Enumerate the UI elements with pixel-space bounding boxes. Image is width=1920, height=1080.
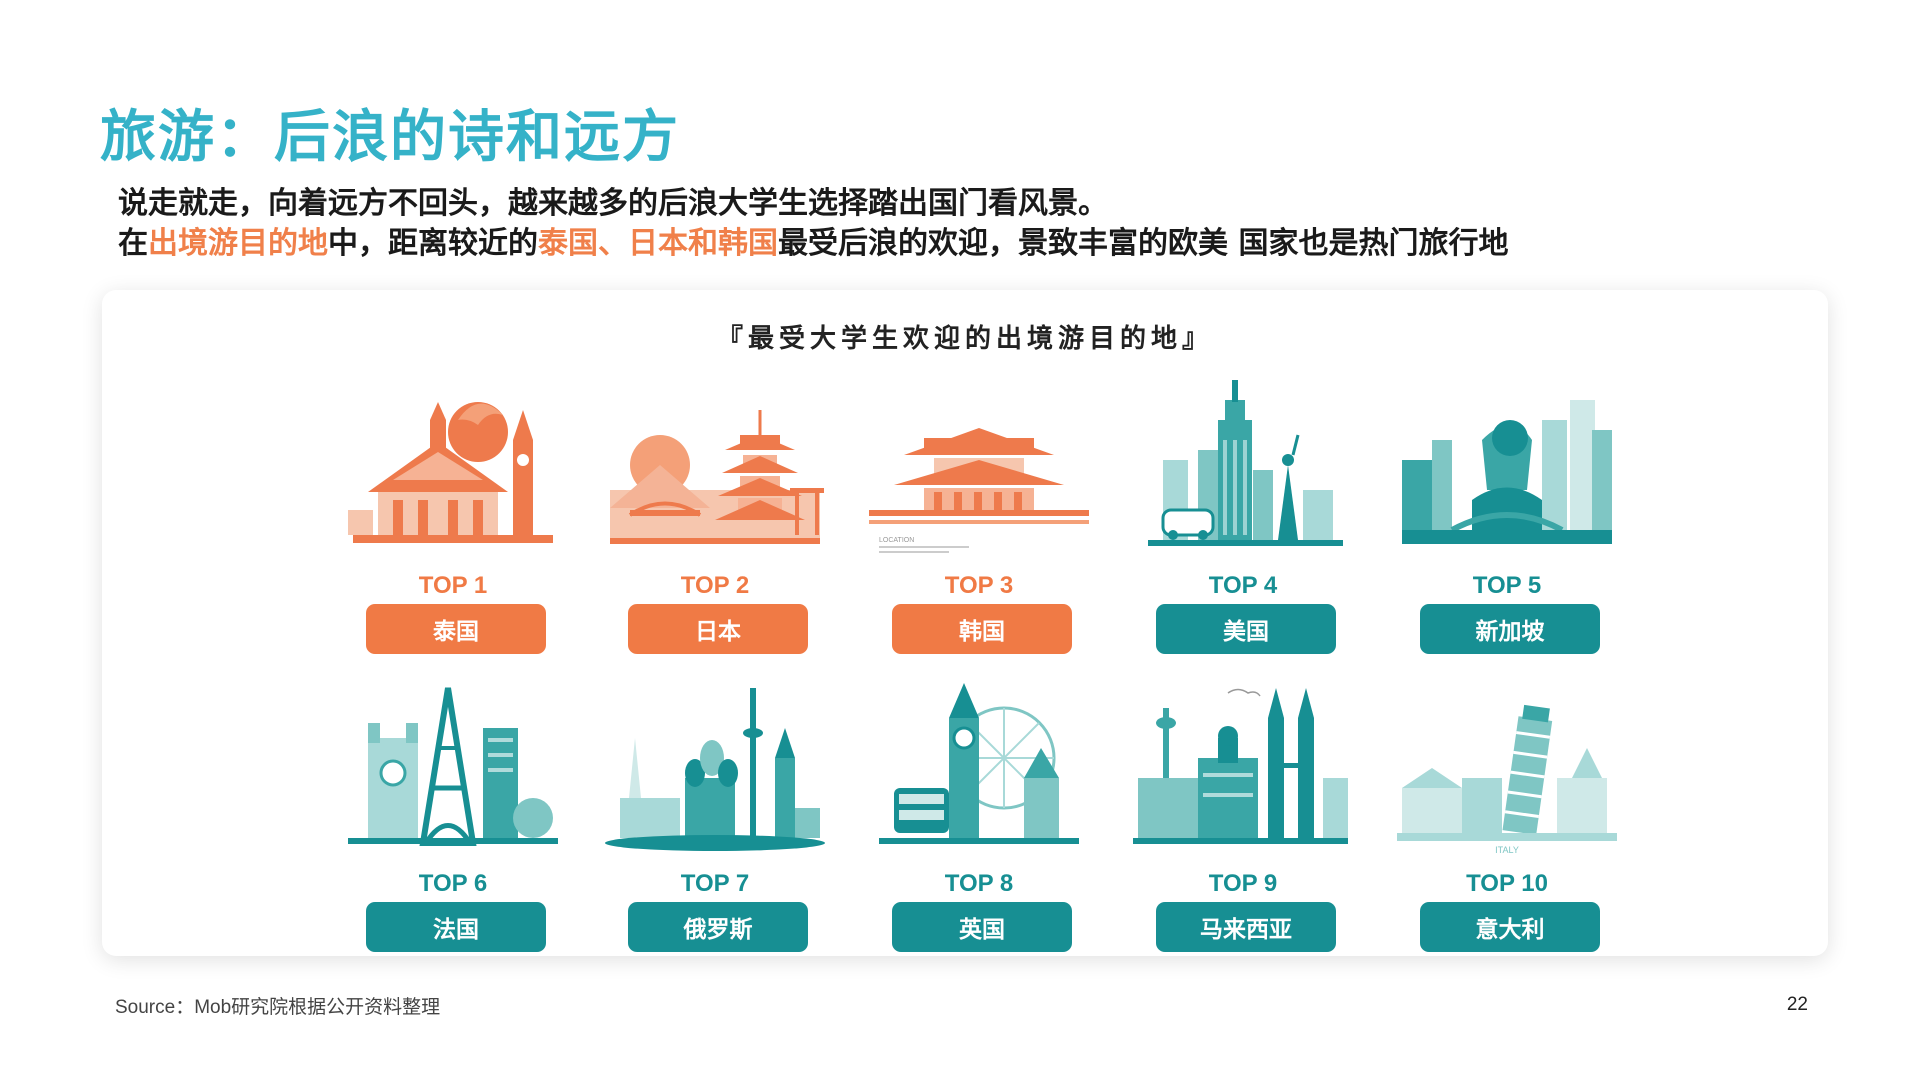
thailand-temple-icon — [348, 402, 553, 543]
svg-text:LOCATION: LOCATION — [879, 537, 914, 544]
destination-name-badge: 英国 — [892, 902, 1072, 952]
france-eiffel-icon — [348, 687, 558, 846]
destination-name-badge: 新加坡 — [1420, 604, 1600, 654]
rank-label: TOP 1 — [418, 572, 488, 599]
destination-france: TOP 6 法国 — [348, 678, 558, 958]
source-note: Source：Mob研究院根据公开资料整理 — [115, 997, 441, 1018]
subtitle-highlight: 出境游目的地 — [148, 226, 328, 261]
japan-pagoda-icon — [610, 410, 824, 544]
rank-label: TOP 8 — [944, 870, 1014, 897]
italy-pisa-icon: ITALY — [1397, 704, 1617, 855]
subtitle-text: 在 — [118, 226, 148, 261]
destination-singapore: TOP 5 新加坡 — [1402, 380, 1612, 660]
uk-bigben-icon — [879, 683, 1079, 844]
destination-italy: ITALY TOP 10 意大利 — [1397, 678, 1617, 958]
destination-uk: TOP 8 英国 — [879, 678, 1079, 958]
singapore-merlion-icon — [1402, 400, 1612, 544]
subtitle: 说走就走，向着远方不回头，越来越多的后浪大学生选择踏出国门看风景。 在出境游目的… — [118, 184, 1508, 264]
rank-label: TOP 6 — [418, 870, 488, 897]
rank-label: TOP 7 — [680, 870, 750, 897]
destination-japan: TOP 2 日本 — [610, 380, 824, 660]
destination-name-badge: 俄罗斯 — [628, 902, 808, 952]
destination-malaysia: TOP 9 马来西亚 — [1133, 678, 1348, 958]
destination-name-badge: 马来西亚 — [1156, 902, 1336, 952]
page-title: 旅游：后浪的诗和远方 — [100, 105, 680, 170]
rank-label: TOP 9 — [1208, 870, 1278, 897]
subtitle-text: 最受后浪的欢迎，景致丰富的欧美 国家也是热门旅行地 — [778, 226, 1509, 261]
destinations-card: 『最受大学生欢迎的出境游目的地』 TOP 1 泰国 — [102, 290, 1828, 956]
rank-label: TOP 10 — [1466, 870, 1548, 897]
subtitle-line-1: 说走就走，向着远方不回头，越来越多的后浪大学生选择踏出国门看风景。 — [118, 186, 1108, 221]
destination-usa: TOP 4 美国 — [1148, 380, 1343, 660]
rank-label: TOP 4 — [1208, 572, 1278, 599]
subtitle-line-2: 在出境游目的地中，距离较近的泰国、日本和韩国最受后浪的欢迎，景致丰富的欧美 国家… — [118, 224, 1508, 264]
malaysia-towers-icon — [1133, 688, 1348, 844]
destination-thailand: TOP 1 泰国 — [348, 380, 553, 660]
subtitle-highlight: 泰国、日本和韩国 — [538, 226, 778, 261]
destination-name-badge: 美国 — [1156, 604, 1336, 654]
subtitle-text: 中，距离较近的 — [328, 226, 538, 261]
destination-korea: LOCATION TOP 3 韩国 — [869, 380, 1089, 660]
destination-name-badge: 泰国 — [366, 604, 546, 654]
russia-kremlin-icon — [605, 688, 825, 851]
card-title: 『最受大学生欢迎的出境游目的地』 — [716, 324, 1213, 354]
usa-skyline-icon — [1148, 380, 1343, 546]
rank-label: TOP 5 — [1472, 572, 1542, 599]
destination-name-badge: 韩国 — [892, 604, 1072, 654]
destination-name-badge: 法国 — [366, 902, 546, 952]
destination-name-badge: 日本 — [628, 604, 808, 654]
korea-palace-icon: LOCATION — [869, 428, 1089, 553]
rank-label: TOP 3 — [944, 572, 1014, 599]
destination-name-badge: 意大利 — [1420, 902, 1600, 952]
svg-text:ITALY: ITALY — [1495, 845, 1519, 855]
rank-label: TOP 2 — [680, 572, 750, 599]
destination-russia: TOP 7 俄罗斯 — [605, 678, 825, 958]
page-number: 22 — [1786, 994, 1808, 1015]
